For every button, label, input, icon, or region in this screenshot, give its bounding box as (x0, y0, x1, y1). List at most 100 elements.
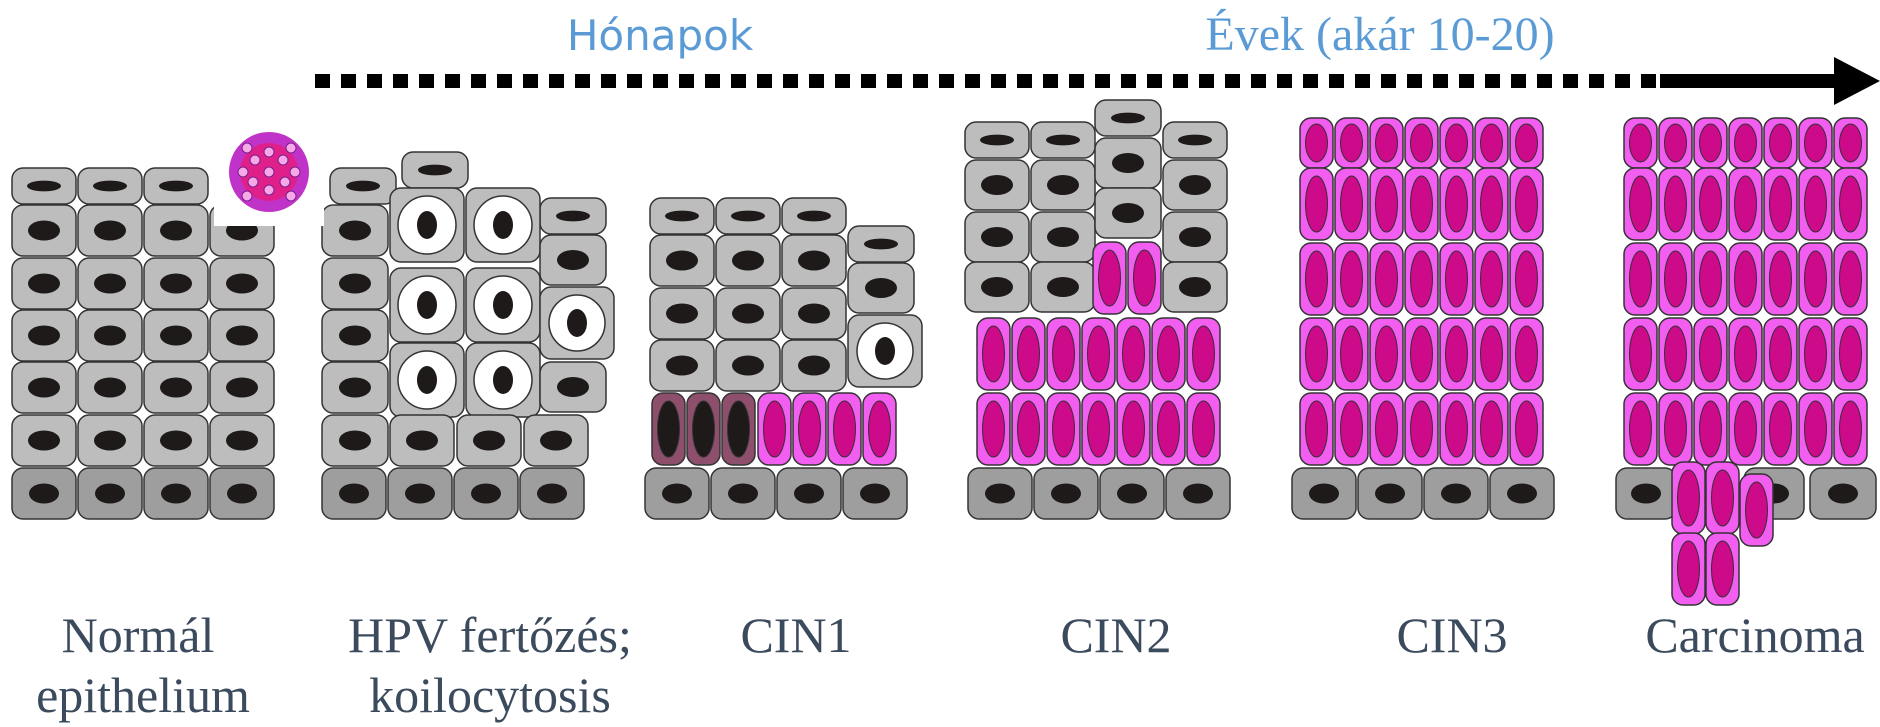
squamous-cell (1094, 99, 1162, 137)
dysplastic-cell (1658, 242, 1693, 316)
dysplastic-cell (1509, 242, 1544, 316)
dysplastic-cell (1833, 167, 1868, 241)
koilocyte-cell (389, 342, 465, 418)
squamous-cell (1030, 211, 1096, 263)
squamous-cell (143, 414, 209, 467)
dysplastic-cell (1369, 167, 1404, 241)
dysplastic-cell (1623, 167, 1658, 241)
squamous-cell (209, 414, 275, 467)
koilocyte-cell (539, 286, 615, 360)
basal-cell (387, 467, 453, 520)
tissue-normal (11, 167, 275, 520)
dysplastic-cell (1334, 317, 1369, 391)
squamous-cell (1162, 159, 1228, 211)
squamous-cell (781, 287, 847, 340)
squamous-cell (11, 414, 77, 467)
stage-label-hpv-line1: HPV fertőzés; (348, 607, 632, 663)
stage-labels: Normál epithelium HPV fertőzés; koilocyt… (36, 607, 1865, 723)
dysplastic-cell (1404, 167, 1439, 241)
dysplastic-cell (792, 392, 827, 466)
squamous-cell (1030, 261, 1096, 313)
timeline: Hónapok Évek (akár 10-20) (315, 8, 1880, 105)
basal-cell (1291, 467, 1357, 520)
dysplastic-cell (1474, 317, 1509, 391)
dysplastic-cell (862, 392, 897, 466)
dysplastic-cell (1092, 241, 1127, 315)
stage-label-hpv-line2: koilocytosis (369, 667, 611, 723)
stage-label-normal-line2: epithelium (36, 667, 250, 723)
dysplastic-cell (1299, 242, 1334, 316)
squamous-cell (321, 257, 389, 310)
squamous-cell (715, 197, 781, 235)
dysplastic-cell (1693, 167, 1728, 241)
squamous-cell (77, 414, 143, 467)
dysplastic-cell (1833, 242, 1868, 316)
dysplastic-cell (1728, 117, 1763, 169)
squamous-cell (964, 261, 1030, 313)
dysplastic-cell (1046, 317, 1081, 391)
tissue-columns (11, 99, 1877, 606)
dysplastic-cell (1623, 392, 1658, 466)
dysplastic-cell (1299, 167, 1334, 241)
dysplastic-cell (1728, 392, 1763, 466)
dysplastic-cell (1439, 117, 1474, 169)
squamous-cell (321, 361, 389, 414)
squamous-cell (1030, 121, 1096, 159)
squamous-cell (77, 204, 143, 257)
dysplastic-cell (1151, 317, 1186, 391)
dysplastic-cell (976, 392, 1011, 466)
squamous-cell (143, 361, 209, 414)
squamous-cell (143, 309, 209, 362)
tissue-cin3 (1291, 117, 1555, 520)
dysplastic-cell (1728, 167, 1763, 241)
basal-cell (776, 467, 842, 520)
squamous-cell (649, 197, 715, 235)
squamous-cell (847, 262, 915, 314)
dysplastic-cell (1623, 117, 1658, 169)
dysplastic-cell (1833, 392, 1868, 466)
dysplastic-cell-dark (686, 392, 721, 466)
tissue-cin1 (644, 197, 923, 520)
dysplastic-cell (1081, 317, 1116, 391)
dysplastic-cell (1404, 242, 1439, 316)
dysplastic-cell (1439, 167, 1474, 241)
dysplastic-cell (1404, 117, 1439, 169)
dysplastic-cell (1763, 392, 1798, 466)
dysplastic-cell (1671, 532, 1706, 606)
tissue-hpv-koilocytosis (321, 151, 615, 520)
dysplastic-cell (1404, 317, 1439, 391)
squamous-cell (77, 309, 143, 362)
squamous-cell (1162, 261, 1228, 313)
dysplastic-cell (1151, 392, 1186, 466)
dysplastic-cell (1658, 167, 1693, 241)
squamous-cell (209, 361, 275, 414)
squamous-cell (649, 339, 715, 392)
dysplastic-cell (1369, 242, 1404, 316)
dysplastic-cell (1334, 392, 1369, 466)
squamous-cell (321, 204, 389, 257)
basal-cell (519, 467, 585, 520)
basal-cell (1099, 467, 1165, 520)
dysplastic-cell (1299, 392, 1334, 466)
basal-cell (209, 467, 275, 520)
squamous-cell (143, 257, 209, 310)
squamous-cell (847, 225, 915, 263)
years-label: Évek (akár 10-20) (1205, 8, 1554, 61)
basal-cell (1165, 467, 1231, 520)
koilocyte-cell (847, 314, 923, 388)
dysplastic-cell (1474, 117, 1509, 169)
dysplastic-cell (1081, 392, 1116, 466)
months-label: Hónapok (567, 11, 754, 60)
dysplastic-cell (1739, 473, 1774, 547)
squamous-cell (329, 167, 397, 205)
squamous-cell (143, 167, 209, 205)
dysplastic-cell (1728, 317, 1763, 391)
dysplastic-cell (1116, 317, 1151, 391)
stage-label-cin3: CIN3 (1396, 607, 1507, 663)
dysplastic-cell (1116, 392, 1151, 466)
dysplastic-cell (1671, 461, 1706, 535)
dysplastic-cell (1509, 117, 1544, 169)
dysplastic-cell (1798, 242, 1833, 316)
squamous-cell (781, 234, 847, 287)
koilocyte-cell (465, 267, 541, 343)
